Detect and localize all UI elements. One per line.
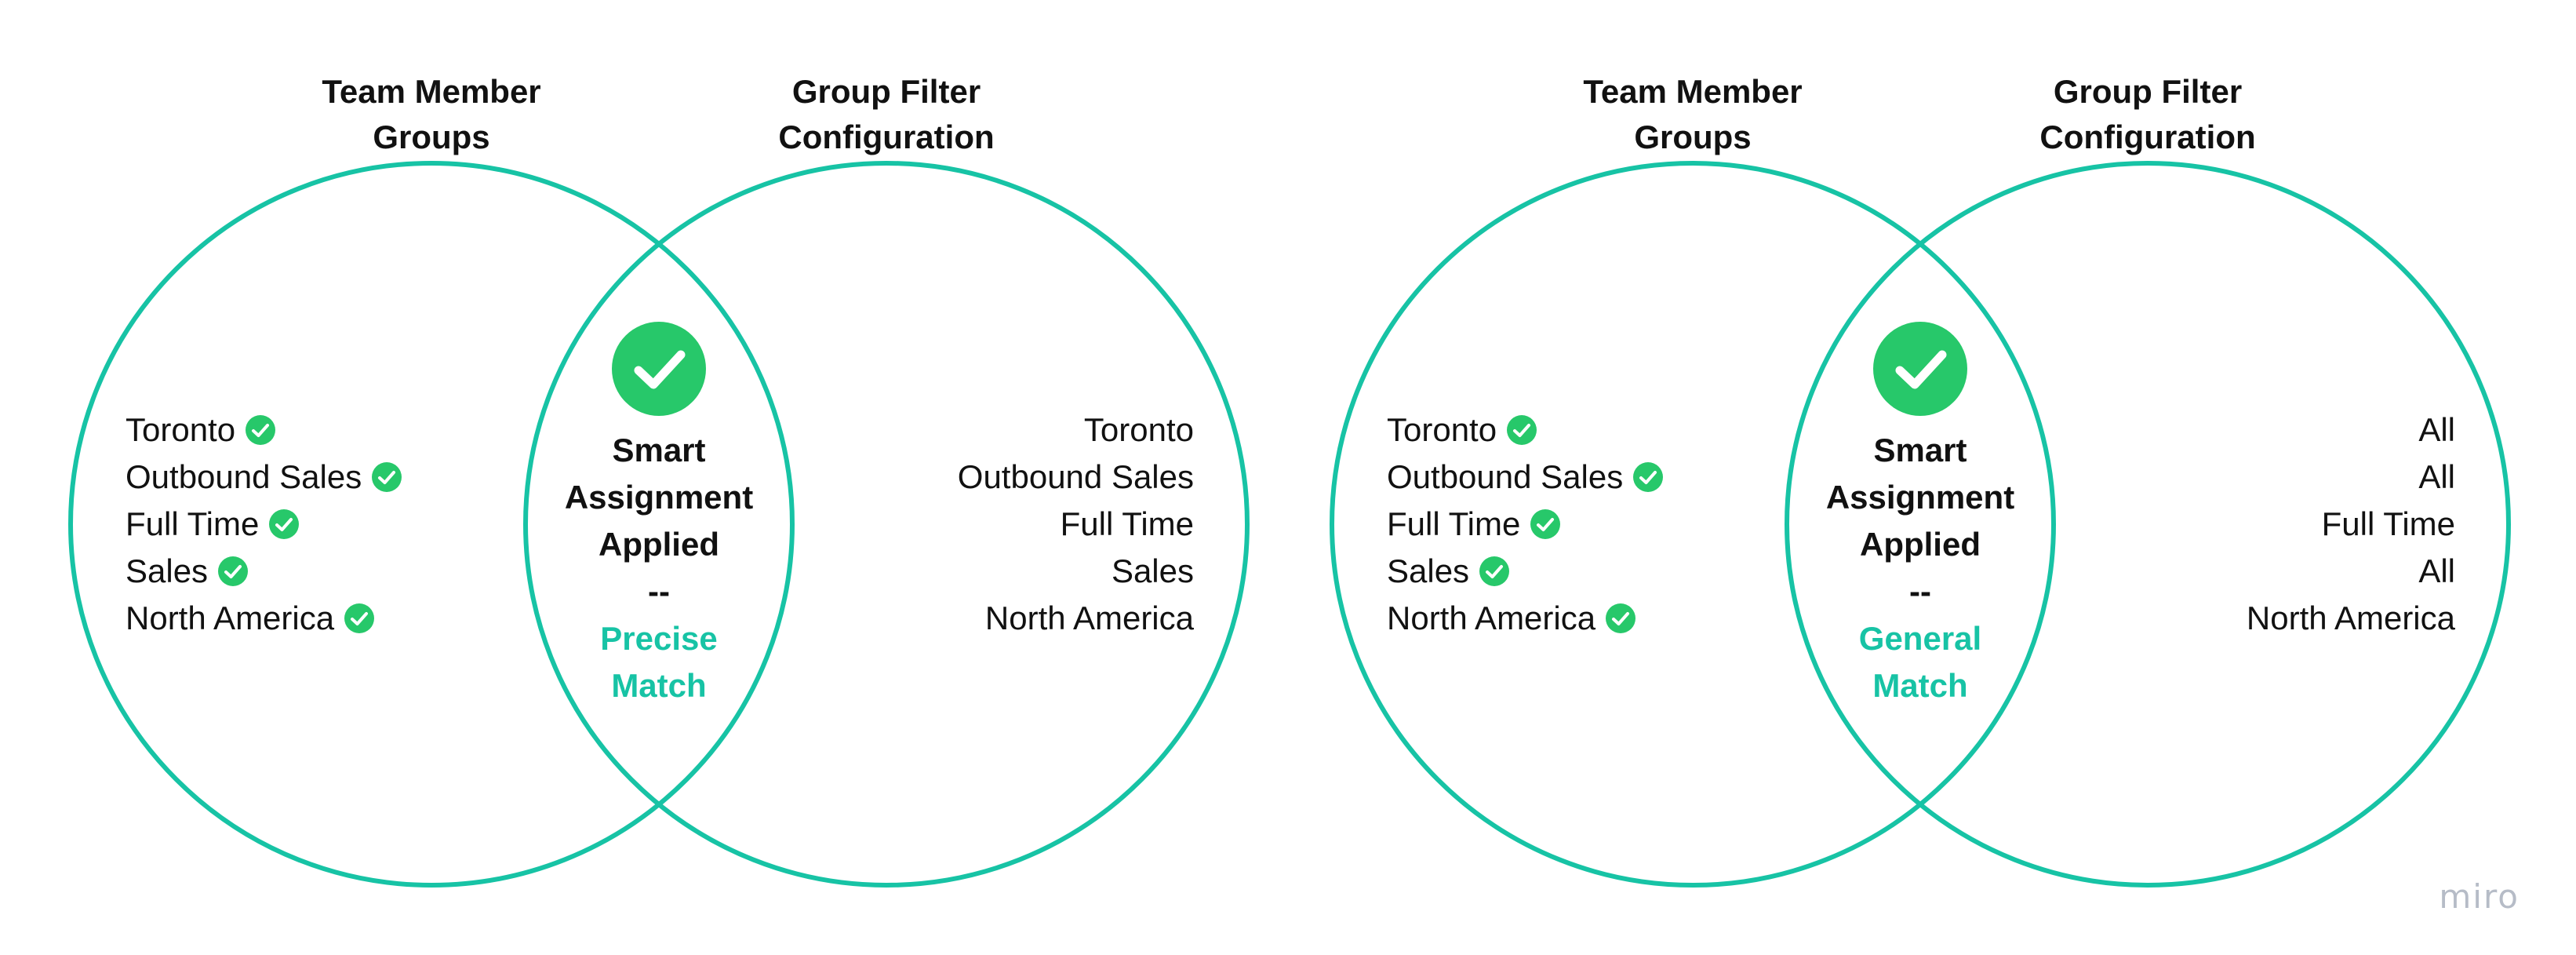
list-item: Full Time bbox=[1387, 501, 1664, 548]
check-circle-icon bbox=[371, 461, 402, 493]
match-type: Precise bbox=[600, 620, 718, 657]
item-label: Full Time bbox=[1387, 505, 1521, 542]
check-circle-icon bbox=[1632, 461, 1664, 493]
item-label: Sales bbox=[1387, 552, 1470, 589]
list-item: Toronto bbox=[126, 406, 402, 454]
list-item: Sales bbox=[126, 548, 402, 595]
list-item: North America bbox=[2246, 600, 2455, 636]
check-circle-icon bbox=[268, 508, 300, 540]
list-item: All bbox=[2418, 552, 2455, 589]
item-label: Outbound Sales bbox=[126, 458, 362, 495]
list-item: North America bbox=[126, 595, 402, 642]
intersection-result: Smart Assignment Applied -- General Matc… bbox=[1763, 320, 2077, 709]
right-circle bbox=[523, 161, 1250, 888]
match-type: Match bbox=[611, 667, 707, 704]
left-circle bbox=[68, 161, 795, 888]
list-item: Full Time bbox=[2321, 505, 2455, 542]
list-item: Full Time bbox=[1060, 505, 1194, 542]
list-item: Outbound Sales bbox=[957, 458, 1194, 495]
venn-diagram-general: Team Member Groups Group Filter Configur… bbox=[1261, 0, 2549, 955]
result-line: Applied bbox=[1860, 526, 1981, 563]
right-circle-title: Group Filter Configuration bbox=[778, 73, 995, 155]
item-label: Toronto bbox=[126, 411, 236, 448]
result-separator: -- bbox=[1909, 573, 1931, 610]
venn-circles bbox=[68, 161, 1250, 888]
list-item: Outbound Sales bbox=[126, 454, 402, 501]
check-circle-icon bbox=[245, 414, 276, 446]
left-circle-title: Team Member Groups bbox=[1583, 73, 1803, 155]
item-label: North America bbox=[1387, 600, 1596, 636]
intersection-result: Smart Assignment Applied -- Precise Matc… bbox=[502, 320, 816, 709]
item-label: Full Time bbox=[126, 505, 260, 542]
list-item: Outbound Sales bbox=[1387, 454, 1664, 501]
check-circle-icon bbox=[1530, 508, 1561, 540]
result-separator: -- bbox=[648, 573, 670, 610]
team-member-groups-list: Toronto Outbound Sales Full Time Sales N… bbox=[126, 406, 402, 642]
list-item: Toronto bbox=[1387, 406, 1664, 454]
right-circle bbox=[1785, 161, 2511, 888]
list-item: Sales bbox=[1387, 548, 1664, 595]
result-line: Assignment bbox=[564, 479, 754, 516]
check-circle-icon bbox=[217, 556, 249, 587]
item-label: Toronto bbox=[1387, 411, 1497, 448]
list-item: Full Time bbox=[126, 501, 402, 548]
venn-diagram-precise: Team Member Groups Group Filter Configur… bbox=[68, 73, 1250, 888]
check-circle-icon bbox=[344, 603, 375, 634]
result-line: Assignment bbox=[1825, 479, 2015, 516]
item-label: Outbound Sales bbox=[1387, 458, 1624, 495]
list-item: North America bbox=[984, 600, 1194, 636]
miro-watermark: miro bbox=[2439, 877, 2520, 916]
list-item: North America bbox=[1387, 595, 1664, 642]
match-type: Match bbox=[1872, 667, 1968, 704]
check-circle-icon bbox=[1506, 414, 1537, 446]
list-item: Sales bbox=[1111, 552, 1194, 589]
check-circle-icon bbox=[1605, 603, 1636, 634]
result-line: Smart bbox=[612, 432, 706, 468]
left-circle bbox=[1330, 161, 2056, 888]
match-type: General bbox=[1858, 620, 1982, 657]
list-item: All bbox=[2418, 411, 2455, 448]
group-filter-configuration-list: Toronto Outbound Sales Full Time Sales N… bbox=[958, 406, 1194, 642]
check-circle-icon bbox=[1872, 320, 1969, 417]
team-member-groups-list: Toronto Outbound Sales Full Time Sales N… bbox=[1387, 406, 1664, 642]
check-circle-icon bbox=[1479, 556, 1510, 587]
result-line: Smart bbox=[1873, 432, 1967, 468]
right-circle-title: Group Filter Configuration bbox=[2039, 73, 2256, 155]
item-label: Sales bbox=[126, 552, 209, 589]
left-circle-title: Team Member Groups bbox=[322, 73, 541, 155]
list-item: All bbox=[2418, 458, 2455, 495]
list-item: Toronto bbox=[1083, 411, 1194, 448]
venn-circles bbox=[1330, 161, 2511, 888]
group-filter-configuration-list: All All Full Time All North America bbox=[2247, 406, 2455, 642]
result-line: Applied bbox=[599, 526, 719, 563]
item-label: North America bbox=[126, 600, 335, 636]
check-circle-icon bbox=[610, 320, 708, 417]
